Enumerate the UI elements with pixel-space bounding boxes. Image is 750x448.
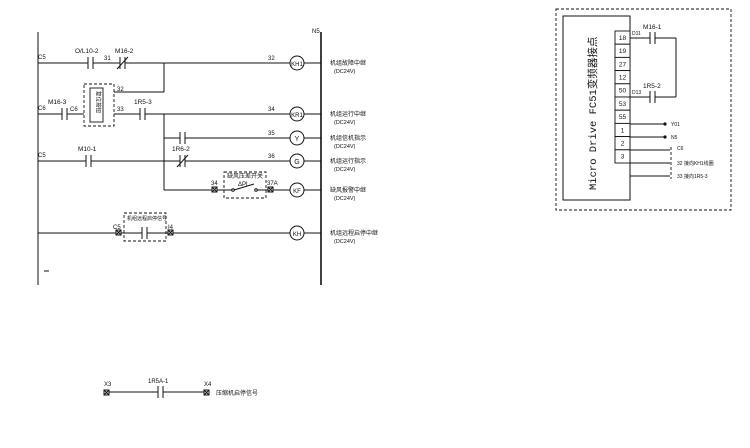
row-remote-relay: KH 机组远程启停信号 C5 I4 机组远程启停中继 (DC24V) — [38, 212, 378, 245]
vfd-terminal-2: 2 — [621, 141, 625, 148]
vfd-contact-m16-1: M16-1 — [643, 24, 662, 31]
vfd-title: Micro Drive FC51变频器接点 — [586, 37, 600, 190]
vfd-ext-3: 33 接向1R5-3 — [677, 173, 708, 180]
vfd-contact-1r5-2: 1R5-2 — [643, 83, 661, 90]
vfd-terminal-1: 1 — [621, 127, 625, 134]
coil-kh1-label: KH1 — [291, 62, 303, 68]
term-c5-remote-label: C5 — [113, 225, 121, 231]
reset-button — [89, 87, 104, 123]
reset-button-label: 复位按钮 — [95, 91, 103, 114]
remote-signal-box — [123, 212, 167, 242]
term-x4-label: X4 — [204, 382, 212, 388]
term-37a-label: 37A — [267, 181, 278, 187]
contact-m10-1-label: M10-1 — [78, 146, 97, 153]
wire-c5: C5 — [38, 55, 46, 61]
desc-wind-alarm: 缺风报警中继 — [330, 186, 366, 194]
vfd-terminal-cell — [614, 149, 631, 164]
contact-1r5a-1-label: 1R5A-1 — [148, 379, 169, 385]
desc-remote-relay: 机组远程启停中继 — [330, 229, 378, 237]
wire-c5-row4: C5 — [38, 153, 46, 159]
desc-fault-indicator: 机组信机指示 — [330, 134, 366, 142]
vfd-ext-2: 32 接向KH1线圈 — [677, 160, 714, 167]
wind-switch-blade — [233, 183, 255, 191]
vfd-outer-box — [555, 8, 732, 211]
contact-1r6-2-slash — [176, 154, 189, 168]
wire-36: 36 — [268, 154, 275, 160]
vfd-wire-d11: D11 — [632, 31, 641, 37]
vfd-wire-d13: D13 — [632, 90, 641, 96]
term-34-label: 34 — [211, 181, 218, 187]
vfd-terminal-27: 27 — [619, 61, 627, 68]
wire-35: 35 — [268, 131, 275, 137]
volt-run-indicator: (DC24V) — [334, 167, 356, 173]
wire-34: 34 — [268, 107, 275, 113]
wind-switch-symbol: ΔPL — [238, 182, 250, 188]
coil-y-label: Y — [295, 136, 300, 143]
reset-button-box — [83, 83, 115, 127]
contact-m16-2-slash — [116, 56, 129, 70]
wire-33: 33 — [117, 107, 124, 113]
terminal-x4 — [203, 389, 210, 396]
vfd-ext-c6: C6 — [677, 146, 684, 152]
wire-32: 32 — [268, 56, 275, 62]
volt-remote-relay: (DC24V) — [334, 239, 356, 245]
row-wind-alarm: KF 缺风压差开关 ΔPL 34 37A 缺风报警中继 (DC24V) — [164, 171, 366, 202]
coil-kh-label: KH — [293, 232, 301, 238]
row-run-relay: 复位按钮 KR1 C6 M16-3 C6 32 33 1R5-3 34 机组运行… — [38, 83, 366, 190]
node-y01 — [663, 122, 667, 126]
contact-m16-3-label: M16-3 — [48, 99, 67, 106]
wire-c6-mid: C6 — [70, 107, 78, 113]
wind-switch-label: 缺风压差开关 — [227, 172, 263, 180]
volt-wind-alarm: (DC24V) — [334, 196, 356, 202]
contact-1r5-3-label: 1R5-3 — [134, 99, 152, 106]
row-fault-indicator: Y 35 机组信机指示 (DC24V) — [164, 130, 366, 150]
vfd-panel: Micro Drive FC51变频器接点 18192712505355123 … — [555, 8, 732, 211]
vfd-terminal-19: 19 — [619, 48, 627, 55]
vfd-ext-y01: Y01 — [671, 122, 680, 128]
vfd-terminal-12: 12 — [619, 75, 627, 82]
volt-run-relay: (DC24V) — [334, 120, 356, 126]
row-fault-relay: KH1 C5 O/L10-2 31 M16-2 32 机组故障中继 (DC24V… — [38, 48, 366, 93]
desc-run-relay: 机组运行中继 — [330, 110, 366, 118]
vfd-terminal-50: 50 — [619, 88, 627, 95]
desc-fault-relay: 机组故障中继 — [330, 59, 366, 67]
desc-run-indicator: 机组运行指示 — [330, 157, 366, 165]
wire-31: 31 — [104, 56, 111, 62]
wire-32-reset: 32 — [117, 87, 124, 93]
vfd-terminal-55: 55 — [619, 114, 627, 121]
term-i4-label: I4 — [168, 225, 174, 231]
vfd-terminal-3: 3 — [621, 154, 625, 161]
vfd-ext-n5: N5 — [671, 135, 678, 141]
volt-fault-indicator: (DC24V) — [334, 144, 356, 150]
vfd-terminal-53: 53 — [619, 101, 627, 108]
coil-g-label: G — [294, 159, 299, 166]
rail-label: N5 — [312, 29, 320, 35]
row-run-indicator: G C5 M10-1 1R6-2 36 机组运行指示 (DC24V) — [38, 146, 366, 173]
volt-fault-relay: (DC24V) — [334, 69, 356, 75]
contact-m16-2-label: M16-2 — [115, 48, 134, 55]
wire-c6: C6 — [38, 106, 46, 112]
remote-signal-label: 机组远程启停信号 — [127, 215, 167, 222]
compressor-signal: X3 1R5A-1 X4 压缩机启停信号 — [103, 379, 258, 398]
desc-compressor: 压缩机启停信号 — [216, 389, 258, 397]
wind-switch-box — [223, 171, 267, 199]
vfd-terminal-18: 18 — [619, 35, 627, 42]
contact-olr-label: O/L10-2 — [75, 48, 99, 55]
coil-kf-label: KF — [293, 189, 301, 195]
contact-1r6-2-label: 1R6-2 — [172, 146, 190, 153]
coil-kr1-label: KR1 — [291, 113, 303, 119]
term-x3-label: X3 — [104, 382, 112, 388]
node-n5 — [663, 135, 667, 139]
